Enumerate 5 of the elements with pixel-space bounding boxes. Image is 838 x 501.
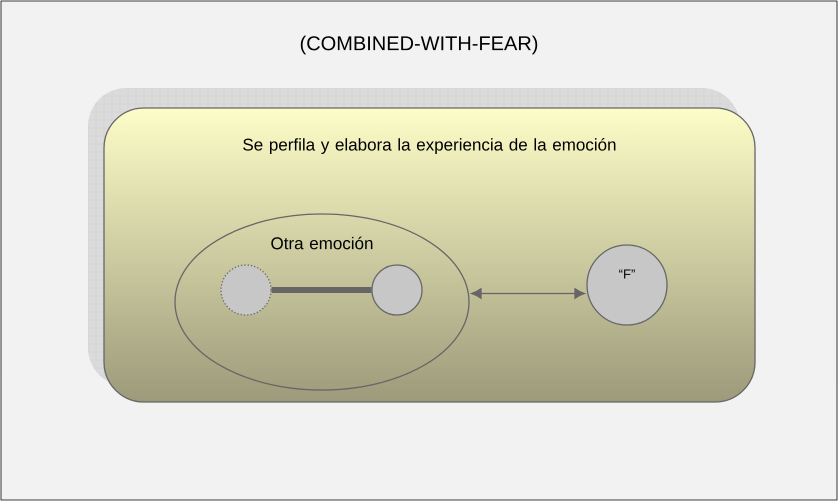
connector-bar xyxy=(272,287,372,293)
circle xyxy=(371,264,423,316)
dotted-circle xyxy=(220,264,272,316)
title: (COMBINED-WITH-FEAR) xyxy=(300,36,538,54)
double-arrow xyxy=(471,288,585,299)
